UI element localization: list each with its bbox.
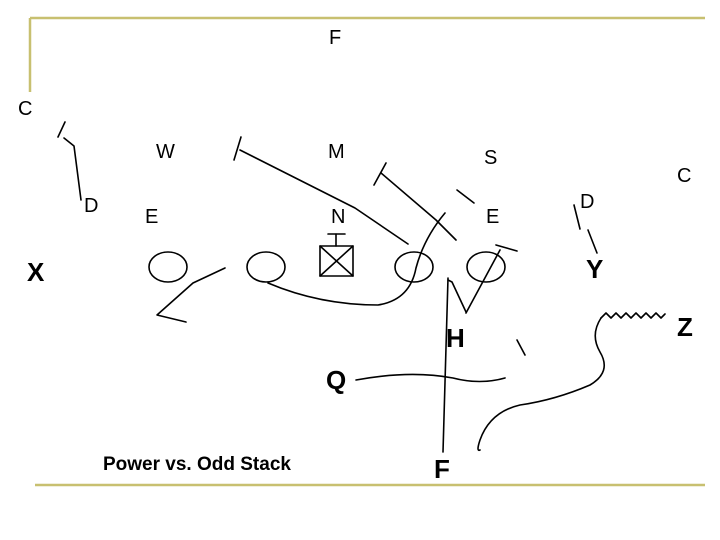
path-h-lead-bar [516,339,526,356]
offense: X Y Z H Q F [27,254,693,484]
offense-y: Y [586,254,603,284]
path-c-left-stem [63,137,82,201]
defender-m: M [328,141,345,163]
defense: F C W M S C D E N E D [18,27,691,228]
path-left-guard-pull [267,212,446,306]
lineman-right-tackle [466,251,506,283]
lineman-left-guard [246,251,286,283]
offense-x: X [27,257,45,287]
defender-n: N [331,206,345,228]
path-right-tackle-block [465,249,501,314]
defender-d-left: D [84,195,98,217]
path-m-block-bar [233,136,242,161]
diagram-caption: Power vs. Odd Stack [103,454,291,475]
offensive-line [148,245,506,283]
center-square-icon [319,245,354,277]
path-pull-block-bar [456,189,475,204]
path-m-block [239,149,409,245]
path-z-motion-zigzag [600,312,666,319]
path-h-lead [447,279,467,313]
offense-f: F [434,454,450,484]
path-z-motion-arc [477,317,606,452]
path-right-tackle-bar [495,244,518,252]
slide-frame [28,16,705,487]
path-c-left-block [57,121,66,138]
path-f-dive [442,277,449,453]
path-s-block [380,172,457,241]
path-s-block-bar [373,162,387,186]
offense-z: Z [677,312,693,342]
defender-c-right: C [677,165,691,187]
assignment-paths [57,121,666,453]
defender-f: F [329,27,341,49]
defender-d-right: D [580,191,594,213]
path-d-right-mark [573,204,581,230]
lineman-left-tackle [148,251,188,283]
defender-c-left: C [18,98,32,120]
offense-h: H [446,323,465,353]
defender-e-right: E [486,206,499,228]
lineman-right-guard [394,251,434,283]
path-q [355,373,506,383]
path-y-block [587,229,598,254]
offense-q: Q [326,365,346,395]
path-left-tackle-block [156,267,226,323]
defender-w: W [156,141,175,163]
defender-e-left: E [145,206,158,228]
defender-s: S [484,147,497,169]
